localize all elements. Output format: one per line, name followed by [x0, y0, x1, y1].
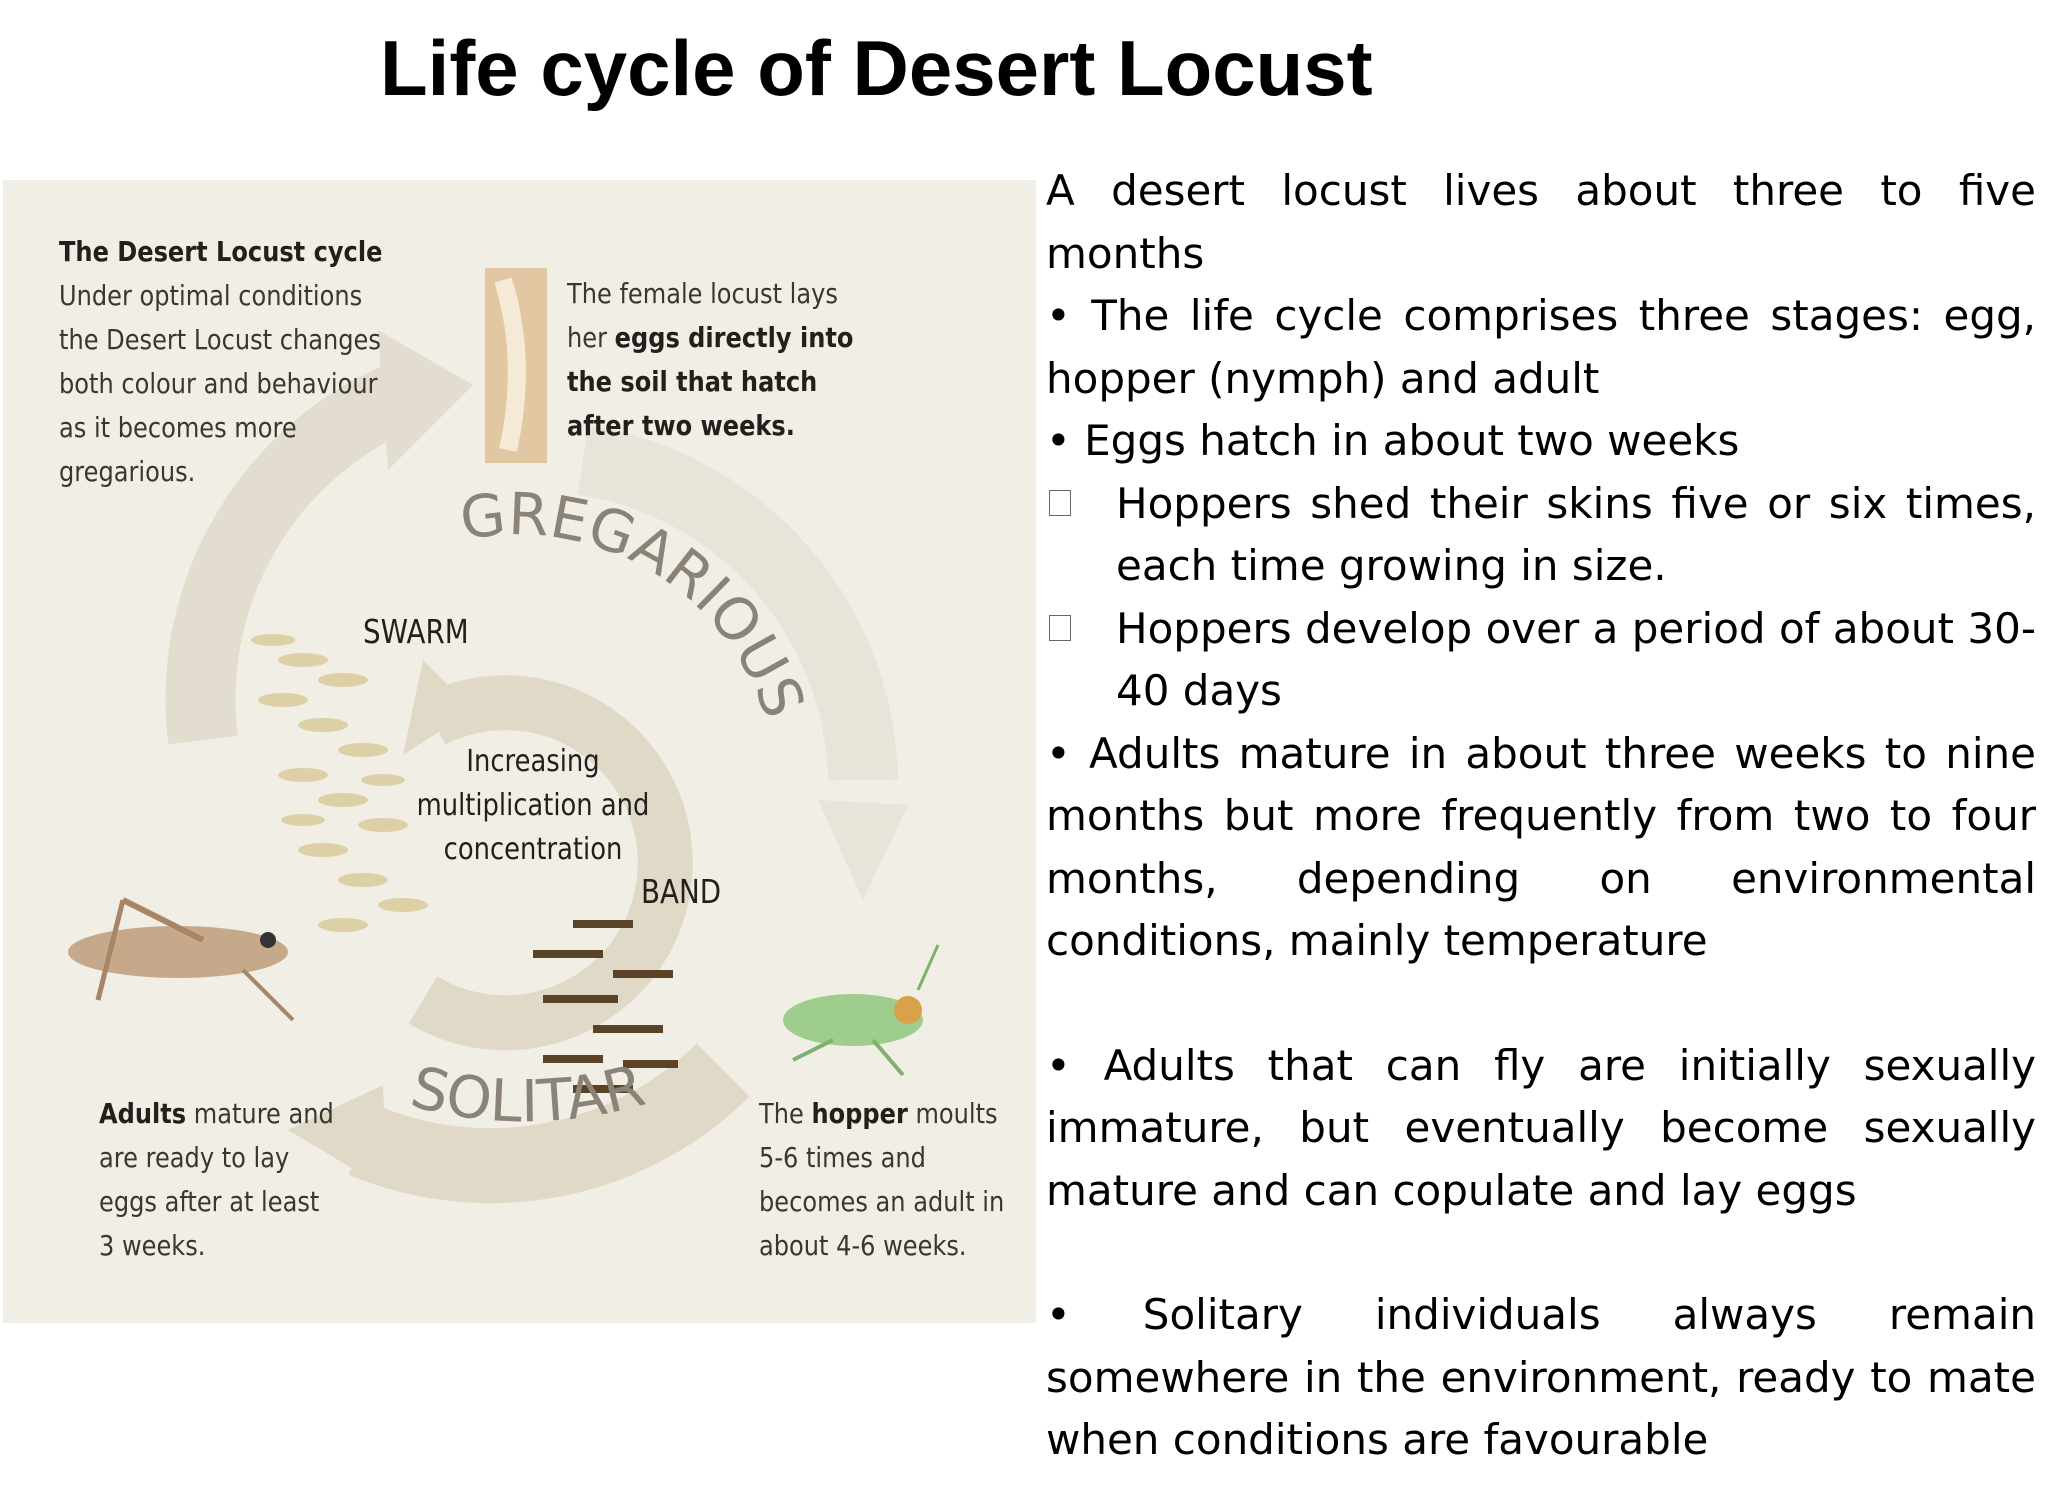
band-label: BAND: [641, 872, 722, 911]
outer-arrow-head-right: [818, 800, 908, 900]
sub-bullet-text: Hoppers shed their skins five or six tim…: [1116, 478, 2036, 591]
locust-life-cycle-diagram: GREGARIOUS SOLITARY The Desert Locust cy…: [3, 180, 1036, 1323]
hopper-line: becomes an adult in: [759, 1185, 1005, 1218]
intro-heading: The Desert Locust cycle: [59, 235, 383, 268]
center-caption: Increasing multiplication and concentrat…: [395, 740, 670, 872]
paragraph-lifespan: A desert locust lives about three to fiv…: [1046, 166, 2036, 278]
sub-bullet-text: Hoppers develop over a period of about 3…: [1116, 603, 2036, 716]
egg-line-bold: the soil that hatch: [567, 365, 818, 398]
hopper-line: moults: [915, 1097, 998, 1130]
hopper-line: about 4-6 weeks.: [759, 1229, 967, 1262]
text-panel: A desert locust lives about three to fiv…: [1046, 160, 2036, 1472]
outer-arrow-bottom: [348, 1043, 750, 1204]
slide-title: Life cycle of Desert Locust: [380, 24, 1373, 112]
swarm-icon: [251, 634, 428, 932]
egg-line-bold: after two weeks.: [567, 409, 795, 442]
hopper-line: 5-6 times and: [759, 1141, 926, 1174]
outer-arrow-head-bottom: [288, 1085, 388, 1190]
paragraph-eggs: • Eggs hatch in about two weeks: [1046, 416, 1740, 465]
intro-line: as it becomes more: [59, 411, 297, 444]
paragraph-adults-mature: • Adults mature in about three weeks to …: [1046, 728, 2036, 966]
inner-arrow-head: [403, 660, 473, 755]
egg-caption: The female locust lays her eggs directly…: [567, 272, 853, 448]
outer-arrow-right: [577, 425, 898, 782]
empty-square-icon: [1046, 473, 1116, 598]
intro-line: gregarious.: [59, 455, 196, 488]
sub-bullet-moult: Hoppers shed their skins five or six tim…: [1046, 473, 2036, 598]
adult-caption: Adults mature and are ready to lay eggs …: [99, 1092, 334, 1268]
hopper-icon: [783, 944, 940, 1077]
egg-line-bold: eggs directly into: [614, 321, 854, 354]
inner-spiral-arrow: [408, 675, 693, 1051]
paragraph-adults-fly: • Adults that can fly are initially sexu…: [1046, 1040, 2036, 1215]
egg-line: her: [567, 321, 607, 354]
egg-column: [494, 277, 526, 452]
intro-line: both colour and behaviour: [59, 367, 378, 400]
sub-bullet-develop: Hoppers develop over a period of about 3…: [1046, 598, 2036, 723]
adult-line: eggs after at least: [99, 1185, 320, 1218]
paragraph-stages: • The life cycle comprises three stages:…: [1046, 291, 2036, 403]
outer-arrow-head-top: [378, 330, 473, 470]
intro-line: the Desert Locust changes: [59, 323, 381, 356]
intro-line: Under optimal conditions: [59, 279, 363, 312]
adult-line: 3 weeks.: [99, 1229, 206, 1262]
empty-square-icon: [1046, 598, 1116, 723]
hopper-caption: The hopper moults 5-6 times and becomes …: [759, 1092, 1004, 1268]
center-line: concentration: [443, 832, 623, 867]
adult-locust-icon: [68, 897, 295, 1022]
adult-line: mature and: [193, 1097, 334, 1130]
intro-caption: The Desert Locust cycle Under optimal co…: [59, 230, 382, 494]
hopper-line-bold: hopper: [811, 1097, 908, 1130]
hopper-line: The: [759, 1097, 804, 1130]
band-icon: [533, 920, 678, 1093]
swarm-label: SWARM: [363, 612, 469, 651]
paragraph-solitary: • Solitary individuals always remain som…: [1046, 1290, 2036, 1464]
center-line: Increasing: [466, 744, 600, 779]
center-line: multiplication and: [416, 788, 650, 823]
adult-line-bold: Adults: [99, 1097, 187, 1130]
cycle-arrows: GREGARIOUS SOLITARY: [3, 180, 940, 1204]
egg-line: The female locust lays: [567, 277, 838, 310]
outer-arrow-left: [165, 362, 417, 745]
adult-line: are ready to lay: [99, 1141, 290, 1174]
